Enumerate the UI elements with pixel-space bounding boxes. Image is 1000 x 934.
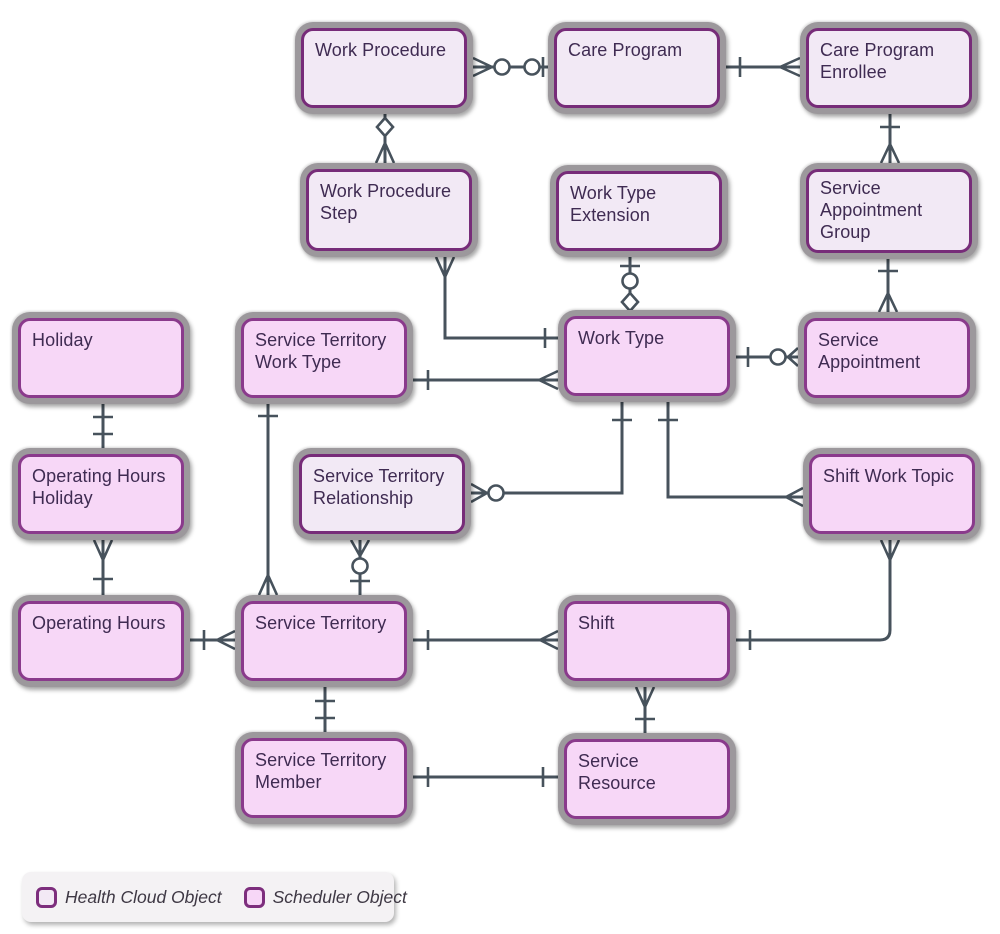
node-label: Service Territory — [241, 601, 407, 681]
edge-work-procedure--care-program — [472, 56, 548, 78]
edge-work-type--shift-work-topic — [658, 402, 804, 508]
edge-service-territory-work-type--service-territory — [257, 404, 279, 596]
node-label: Shift Work Topic — [809, 454, 975, 534]
edge-operating-hours-holiday--operating-hours — [92, 539, 114, 595]
node-service-territory: Service Territory — [235, 595, 413, 687]
node-label: Shift — [564, 601, 730, 681]
node-label: Service Resource — [564, 739, 730, 819]
node-label: Service Appointment Group — [806, 169, 972, 253]
node-work-procedure-step: Work Procedure Step — [300, 163, 478, 257]
node-care-program-enrollee: Care Program Enrollee — [800, 22, 978, 114]
scheduler-swatch-icon — [243, 886, 265, 908]
node-service-appointment-group: Service Appointment Group — [800, 163, 978, 259]
node-label: Work Type — [564, 316, 730, 396]
node-label: Operating Hours Holiday — [18, 454, 184, 534]
legend-item-health-cloud: Health Cloud Object — [65, 886, 222, 907]
edge-service-territory-relationship--service-territory — [349, 539, 371, 595]
edge-shift--service-resource — [634, 686, 656, 733]
node-label: Work Procedure — [301, 28, 467, 108]
edge-service-territory-work-type--work-type — [413, 369, 559, 391]
node-label: Service Appointment — [804, 318, 970, 398]
node-label: Service Territory Relationship — [299, 454, 465, 534]
node-label: Operating Hours — [18, 601, 184, 681]
node-care-program: Care Program — [548, 22, 726, 114]
node-work-type-extension: Work Type Extension — [550, 165, 728, 257]
edge-shift-work-topic--shift — [736, 539, 901, 650]
edge-work-type-extension--work-type — [620, 257, 640, 313]
edge-service-territory-relationship--work-type — [470, 402, 632, 504]
node-holiday: Holiday — [12, 312, 190, 404]
edge-care-program-enrollee--service-appointment-group — [879, 114, 901, 164]
node-label: Care Program Enrollee — [806, 28, 972, 108]
node-shift-work-topic: Shift Work Topic — [803, 448, 981, 540]
edge-service-territory-member--service-resource — [413, 767, 558, 787]
node-label: Service Territory Member — [241, 738, 407, 818]
edge-operating-hours--service-territory — [190, 629, 236, 651]
node-work-procedure: Work Procedure — [295, 22, 473, 114]
legend-item-scheduler: Scheduler Object — [272, 886, 407, 907]
health-cloud-swatch-icon — [36, 886, 57, 908]
edge-work-procedure-step--work-type — [434, 256, 558, 348]
node-work-type: Work Type — [558, 310, 736, 402]
node-service-territory-relationship: Service Territory Relationship — [293, 448, 471, 540]
edge-service-appointment-group--service-appointment — [877, 259, 899, 313]
node-shift: Shift — [558, 595, 736, 687]
node-service-territory-work-type: Service Territory Work Type — [235, 312, 413, 404]
node-label: Work Procedure Step — [306, 169, 472, 251]
node-service-appointment: Service Appointment — [798, 312, 976, 404]
edge-service-territory--shift — [413, 629, 559, 651]
node-operating-hours: Operating Hours — [12, 595, 190, 687]
node-label: Service Territory Work Type — [241, 318, 407, 398]
edge-holiday--operating-hours-holiday — [93, 404, 113, 448]
edge-service-territory--service-territory-member — [315, 687, 335, 732]
node-label: Care Program — [554, 28, 720, 108]
edge-work-procedure--work-procedure-step — [374, 114, 396, 164]
node-label: Holiday — [18, 318, 184, 398]
node-service-resource: Service Resource — [558, 733, 736, 825]
legend: Health Cloud Object Scheduler Object — [22, 872, 407, 922]
node-operating-hours-holiday: Operating Hours Holiday — [12, 448, 190, 540]
node-service-territory-member: Service Territory Member — [235, 732, 413, 824]
edge-care-program--care-program-enrollee — [726, 56, 801, 78]
node-label: Work Type Extension — [556, 171, 722, 251]
edge-work-type--service-appointment — [736, 347, 799, 367]
